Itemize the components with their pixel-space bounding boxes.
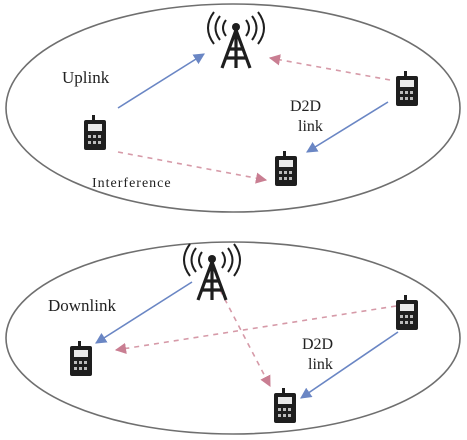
d2d-label-bottom-line1: D2D (302, 336, 333, 353)
d2d-transmitter-icon-bottom (396, 295, 418, 330)
d2d-label-bottom-line2: link (308, 356, 333, 373)
uplink-label: Uplink (62, 68, 110, 87)
uplink-arrow (117, 53, 205, 109)
base-station-icon-bottom (182, 242, 242, 302)
d2d-label-top-line1: D2D (290, 98, 321, 115)
d2d-link-arrow-bottom (300, 331, 399, 399)
d2d-label-top-line2: link (298, 118, 323, 135)
interference-label: Interference (92, 176, 172, 191)
cellular-user-icon-top (84, 115, 106, 150)
bs-to-d2d-interference-arrow (219, 289, 271, 387)
d2d-to-bs-interference-arrow (268, 54, 391, 81)
uplink-scenario: Uplink D2D link Interference (5, 3, 461, 213)
base-station-icon-top (206, 10, 266, 70)
cell-boundary-top (5, 3, 461, 213)
d2d-receiver-icon-bottom (274, 388, 296, 423)
downlink-scenario: Downlink D2D link (5, 241, 461, 435)
interference-arrow-bottom-to-user (114, 305, 397, 354)
cellular-user-icon-bottom (70, 341, 92, 376)
cell-boundary-bottom (5, 241, 461, 435)
downlink-label: Downlink (48, 296, 117, 315)
downlink-arrow (95, 281, 193, 344)
d2d-receiver-icon-top (275, 151, 297, 186)
d2d-transmitter-icon-top (396, 71, 418, 106)
d2d-link-arrow-top (306, 101, 389, 153)
